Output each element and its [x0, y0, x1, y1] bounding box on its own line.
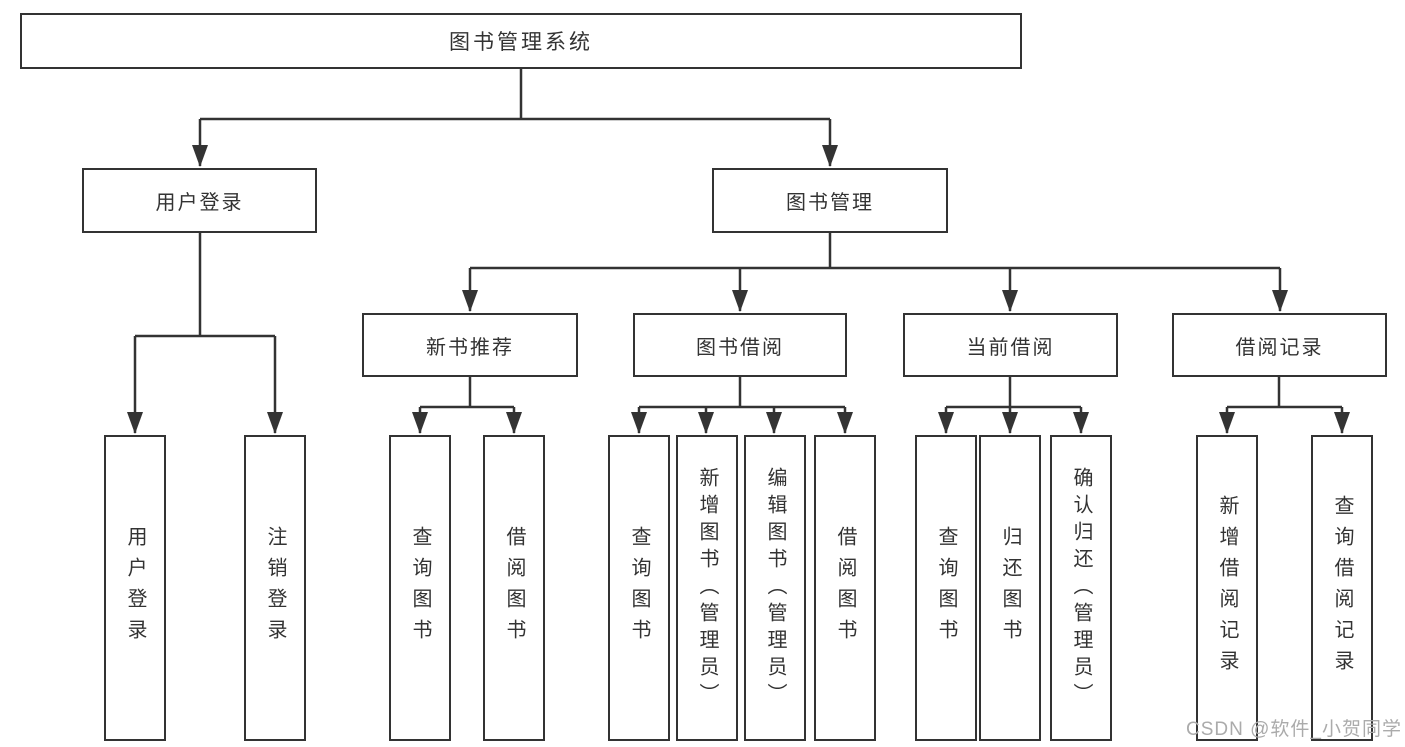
node-book-management: 图书管理	[712, 168, 948, 233]
leaf-add-book-admin-label: 新增图书（管理员）	[696, 466, 718, 710]
node-user-login: 用户登录	[82, 168, 317, 233]
leaf-query-books-current-label: 查询图书	[935, 526, 957, 650]
leaf-return-book: 归还图书	[979, 435, 1041, 741]
leaf-confirm-return-admin: 确认归还（管理员）	[1050, 435, 1112, 741]
leaf-borrow-books-label: 借阅图书	[834, 526, 856, 650]
node-borrow-records: 借阅记录	[1172, 313, 1387, 377]
leaf-logout: 注销登录	[244, 435, 306, 741]
leaf-edit-book-admin: 编辑图书（管理员）	[744, 435, 806, 741]
leaf-query-books-recommend-label: 查询图书	[409, 526, 431, 650]
node-new-book-recommend: 新书推荐	[362, 313, 578, 377]
leaf-query-books-borrow-label: 查询图书	[628, 526, 650, 650]
leaf-edit-book-admin-label: 编辑图书（管理员）	[764, 466, 786, 710]
leaf-return-book-label: 归还图书	[999, 526, 1021, 650]
leaf-logout-label: 注销登录	[264, 526, 286, 650]
leaf-add-borrow-record: 新增借阅记录	[1196, 435, 1258, 741]
leaf-query-borrow-record: 查询借阅记录	[1311, 435, 1373, 741]
leaf-user-login-label: 用户登录	[124, 526, 146, 650]
leaf-add-borrow-record-label: 新增借阅记录	[1216, 495, 1238, 681]
leaf-query-books-recommend: 查询图书	[389, 435, 451, 741]
leaf-add-book-admin: 新增图书（管理员）	[676, 435, 738, 741]
leaf-query-books-current: 查询图书	[915, 435, 977, 741]
node-book-borrow: 图书借阅	[633, 313, 847, 377]
leaf-confirm-return-admin-label: 确认归还（管理员）	[1070, 466, 1092, 710]
leaf-query-books-borrow: 查询图书	[608, 435, 670, 741]
csdn-watermark: CSDN @软件_小贺同学	[1186, 719, 1402, 740]
leaf-query-borrow-record-label: 查询借阅记录	[1331, 495, 1353, 681]
leaf-user-login: 用户登录	[104, 435, 166, 741]
leaf-borrow-books-recommend-label: 借阅图书	[503, 526, 525, 650]
leaf-borrow-books-recommend: 借阅图书	[483, 435, 545, 741]
node-current-borrow: 当前借阅	[903, 313, 1118, 377]
node-root-library-system: 图书管理系统	[20, 13, 1022, 69]
leaf-borrow-books: 借阅图书	[814, 435, 876, 741]
